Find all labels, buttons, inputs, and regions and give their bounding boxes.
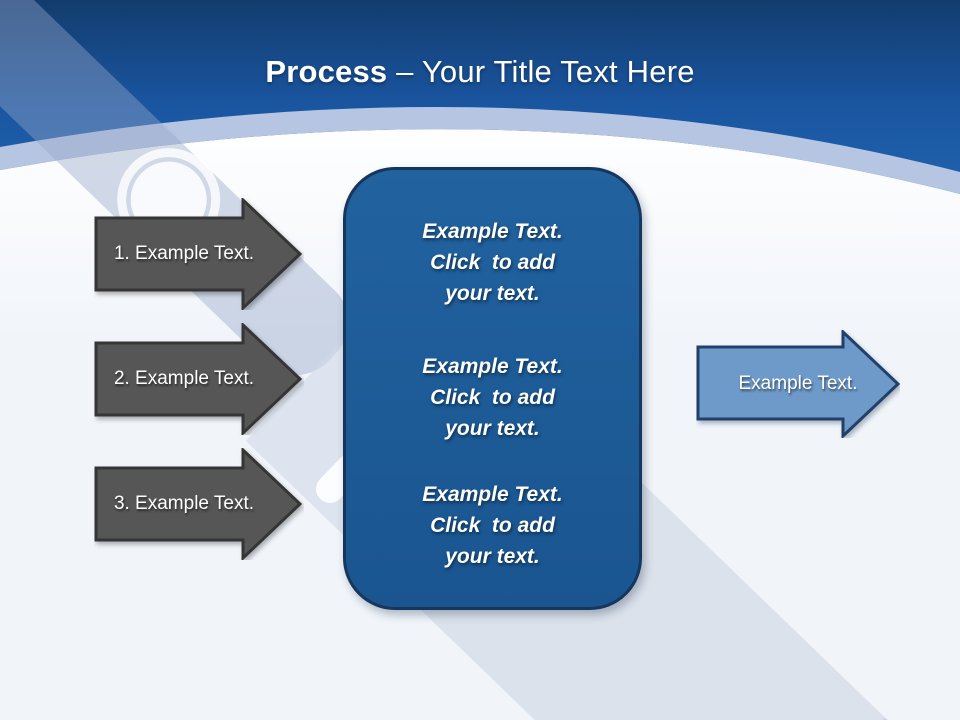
placeholder-line: Example Text.	[422, 483, 563, 506]
placeholder-paragraph-3[interactable]: Example Text. Click to add your text.	[346, 479, 639, 572]
placeholder-line: Example Text.	[422, 220, 563, 243]
process-step-arrow-1[interactable]: 1. Example Text.	[94, 198, 304, 310]
placeholder-line: your text.	[445, 545, 540, 568]
result-arrow[interactable]: Example Text.	[696, 330, 900, 438]
process-step-arrow-2[interactable]: 2. Example Text.	[94, 323, 304, 435]
placeholder-paragraph-1[interactable]: Example Text. Click to add your text.	[346, 216, 639, 309]
gray-arrow-shape	[94, 198, 303, 310]
placeholder-line: your text.	[445, 282, 540, 305]
placeholder-line: your text.	[445, 417, 540, 440]
gray-arrow-shape	[94, 323, 303, 435]
title-placeholder-text: – Your Title Text Here	[387, 54, 695, 89]
process-step-arrow-3[interactable]: 3. Example Text.	[94, 448, 304, 560]
gray-arrow-shape	[94, 448, 303, 560]
placeholder-line: Click to add	[430, 514, 555, 537]
placeholder-line: Click to add	[430, 251, 555, 274]
placeholder-paragraph-2[interactable]: Example Text. Click to add your text.	[346, 351, 639, 444]
placeholder-line: Example Text.	[422, 355, 563, 378]
title-keyword: Process	[265, 54, 388, 89]
slide-title[interactable]: Process – Your Title Text Here	[0, 50, 960, 94]
content-box[interactable]: Example Text. Click to add your text. Ex…	[343, 167, 642, 610]
placeholder-line: Click to add	[430, 386, 555, 409]
curve-divider-band	[0, 106, 960, 194]
blue-arrow-shape	[696, 330, 900, 438]
